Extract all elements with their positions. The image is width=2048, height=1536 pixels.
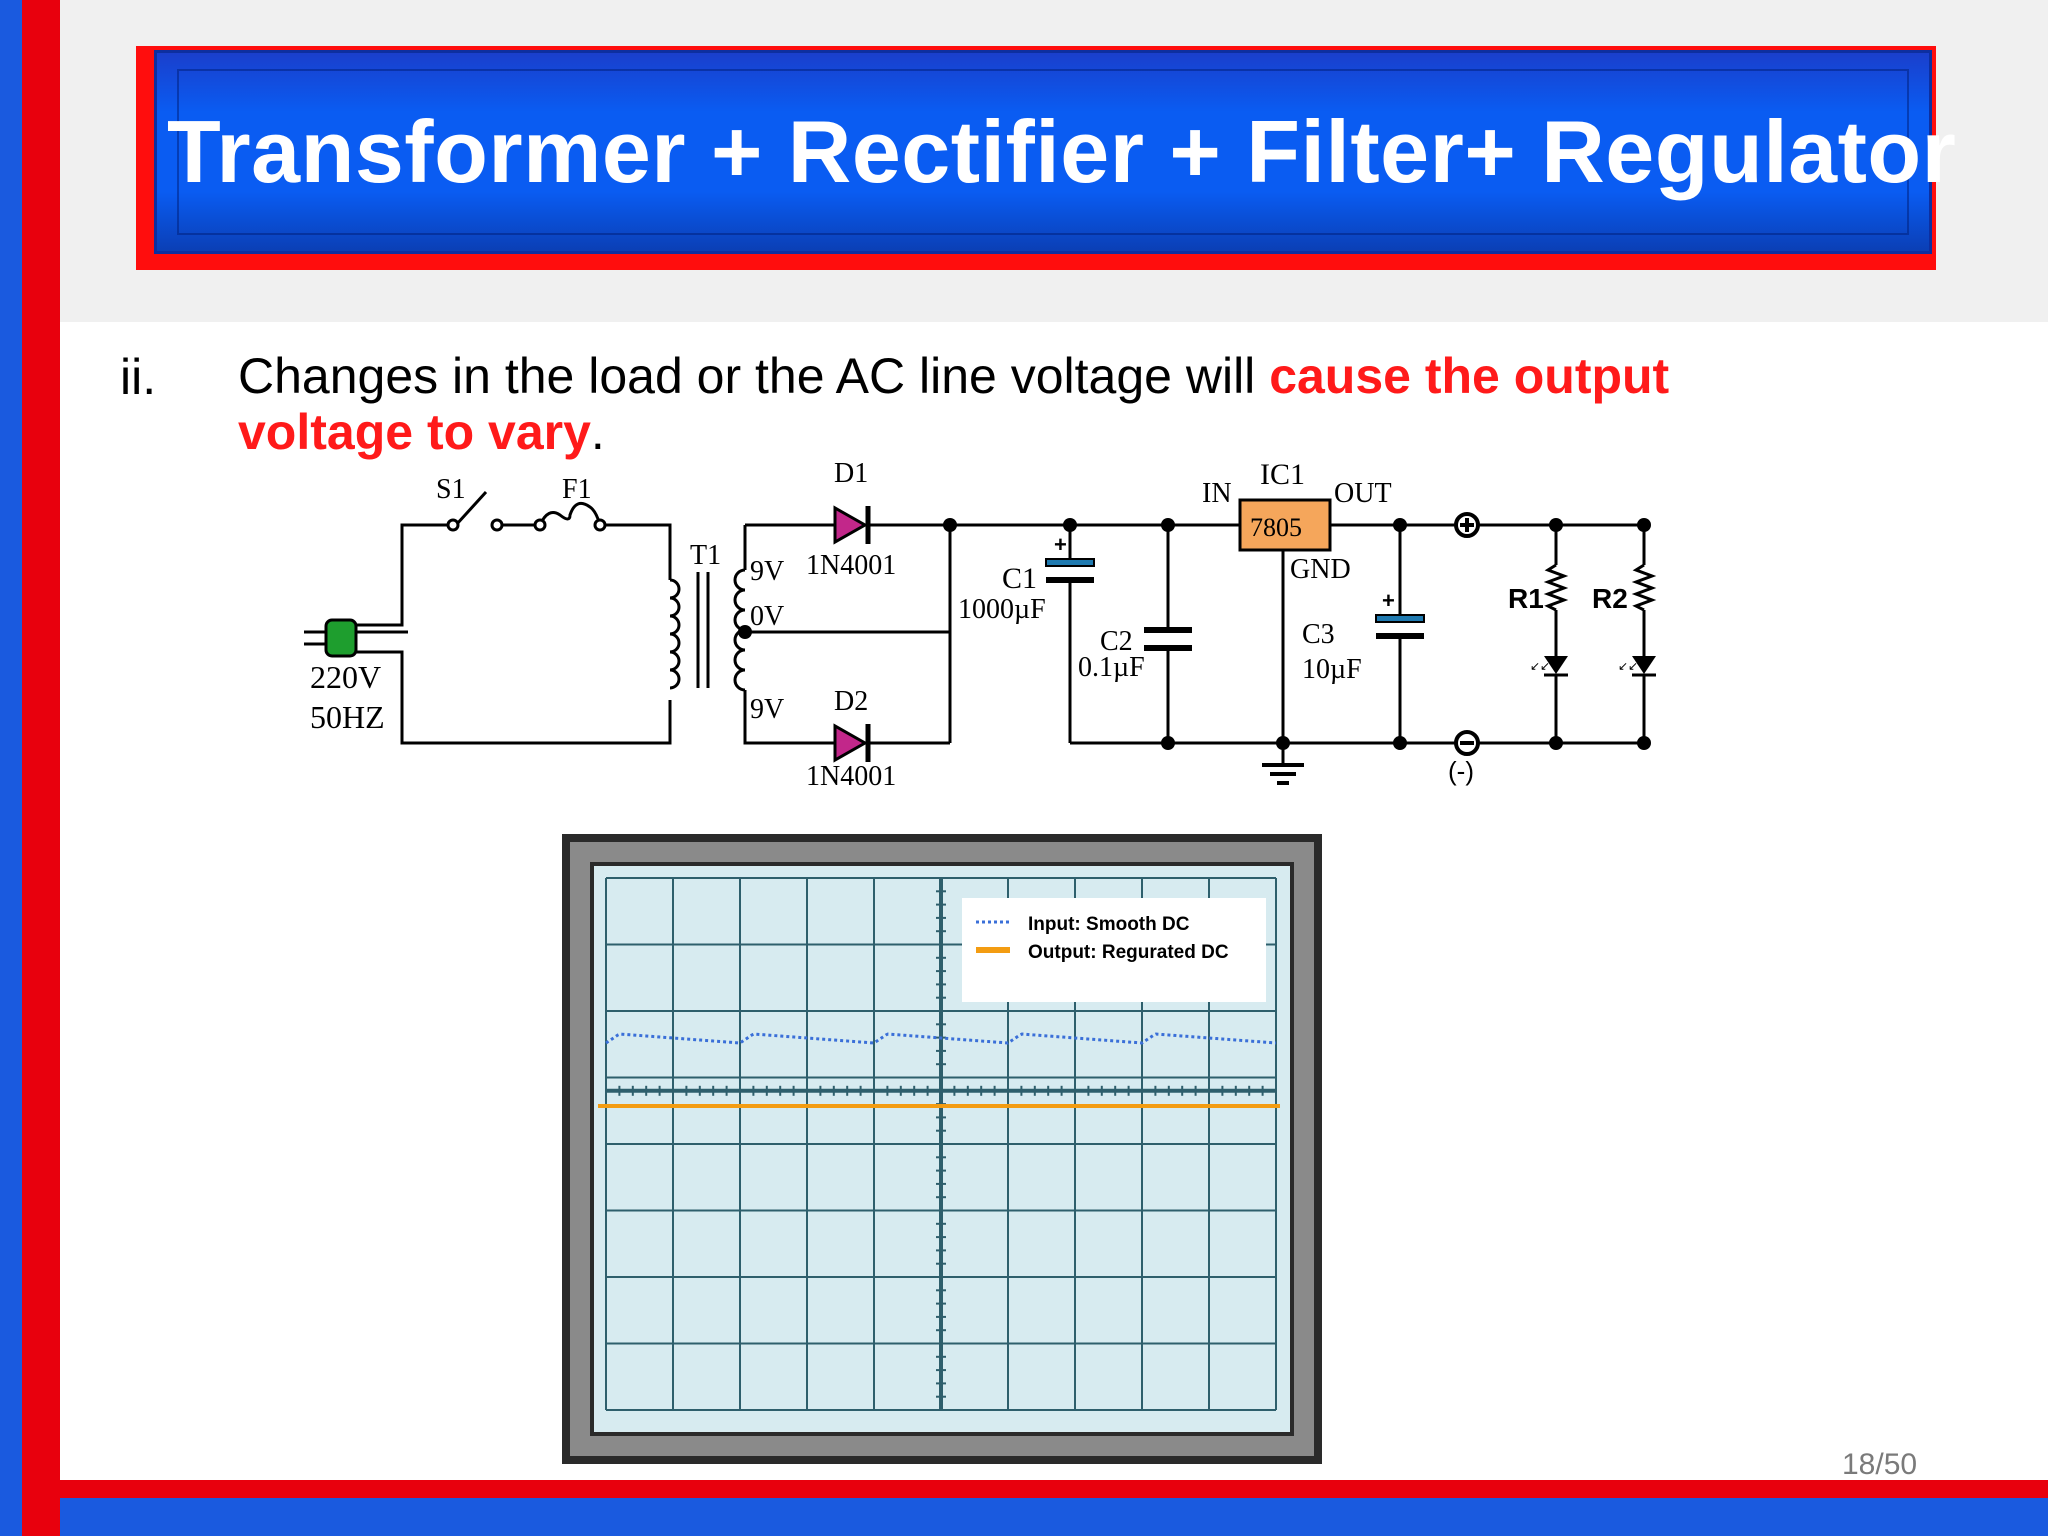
scope-legend: Input: Smooth DC Output: Regurated DC xyxy=(962,898,1266,1002)
svg-text:+: + xyxy=(1382,588,1395,613)
bullet-number: ii. xyxy=(120,349,157,405)
label-d2-part: 1N4001 xyxy=(806,761,896,792)
label-c1-value: 1000µF xyxy=(958,594,1046,625)
capacitor-c3: + xyxy=(1375,588,1425,639)
left-accent-blue xyxy=(0,0,22,1536)
label-sec-top: 9V xyxy=(750,556,784,587)
fuse-icon xyxy=(538,501,602,526)
label-t1: T1 xyxy=(690,540,721,571)
label-ic1: IC1 xyxy=(1260,460,1305,491)
capacitor-c1: + xyxy=(1045,532,1095,583)
bullet-text-highlight: cause the output voltage to vary xyxy=(238,348,1670,460)
led-2: ↙↙ xyxy=(1618,656,1656,677)
label-c3-value: 10µF xyxy=(1302,654,1362,685)
ground-icon xyxy=(1262,763,1304,785)
label-neg-terminal: (-) xyxy=(1448,756,1474,786)
label-ic-part: 7805 xyxy=(1250,513,1302,542)
label-sec-bottom: 9V xyxy=(750,694,784,725)
plug-icon xyxy=(324,618,358,658)
diode-d1 xyxy=(833,505,871,545)
label-ic-out: OUT xyxy=(1334,478,1392,509)
resistor-r1 xyxy=(1543,563,1569,612)
label-input-voltage: 220V xyxy=(310,659,381,695)
label-c2: C2 xyxy=(1100,626,1133,657)
svg-text:+: + xyxy=(1054,532,1067,557)
label-ic-gnd: GND xyxy=(1290,554,1351,585)
label-f1: F1 xyxy=(562,474,592,505)
label-d1-part: 1N4001 xyxy=(806,550,896,581)
footer-blue-stripe xyxy=(60,1498,2048,1536)
capacitor-c2 xyxy=(1144,627,1192,651)
legend-input-label: Input: Smooth DC xyxy=(1028,914,1190,935)
footer-red-stripe xyxy=(60,1480,2048,1498)
resistor-r2 xyxy=(1631,563,1657,612)
regulator-ic xyxy=(1238,498,1332,552)
negative-terminal xyxy=(1454,730,1480,756)
label-s1: S1 xyxy=(436,474,466,505)
svg-text:↙↙: ↙↙ xyxy=(1618,659,1638,673)
slide-title: Transformer + Rectifier + Filter+ Regula… xyxy=(167,102,1957,201)
positive-terminal xyxy=(1454,512,1480,538)
bullet-text: Changes in the load or the AC line volta… xyxy=(238,348,1758,460)
junction-dots xyxy=(738,518,1651,750)
primary-coil xyxy=(669,578,681,690)
label-ic-in: IN xyxy=(1202,478,1232,509)
led-1: ↙↙ xyxy=(1530,656,1568,677)
oscilloscope-display: Input: Smooth DC Output: Regurated DC xyxy=(562,834,1322,1464)
label-c2-value: 0.1µF xyxy=(1078,652,1145,683)
legend-output-label: Output: Regurated DC xyxy=(1028,942,1229,963)
bullet-text-end: . xyxy=(590,404,605,460)
svg-text:↙↙: ↙↙ xyxy=(1530,659,1550,673)
diode-d2 xyxy=(833,723,871,763)
bullet-text-plain: Changes in the load or the AC line volta… xyxy=(238,348,1270,404)
label-sec-center: 0V xyxy=(750,601,784,632)
label-d1: D1 xyxy=(834,460,868,489)
label-c3: C3 xyxy=(1302,619,1335,650)
label-d2: D2 xyxy=(834,686,868,717)
input-smooth-dc-trace xyxy=(605,1032,1277,1045)
title-banner: Transformer + Rectifier + Filter+ Regula… xyxy=(154,50,1956,254)
label-input-frequency: 50HZ xyxy=(310,699,385,735)
label-r1: R1 xyxy=(1508,583,1544,614)
label-c1: C1 xyxy=(1002,562,1037,595)
label-r2: R2 xyxy=(1592,583,1628,614)
left-accent-red xyxy=(22,0,60,1536)
page-number: 18/50 xyxy=(1842,1448,1918,1481)
circuit-diagram: + + ↙↙ ↙↙ xyxy=(304,460,1657,792)
